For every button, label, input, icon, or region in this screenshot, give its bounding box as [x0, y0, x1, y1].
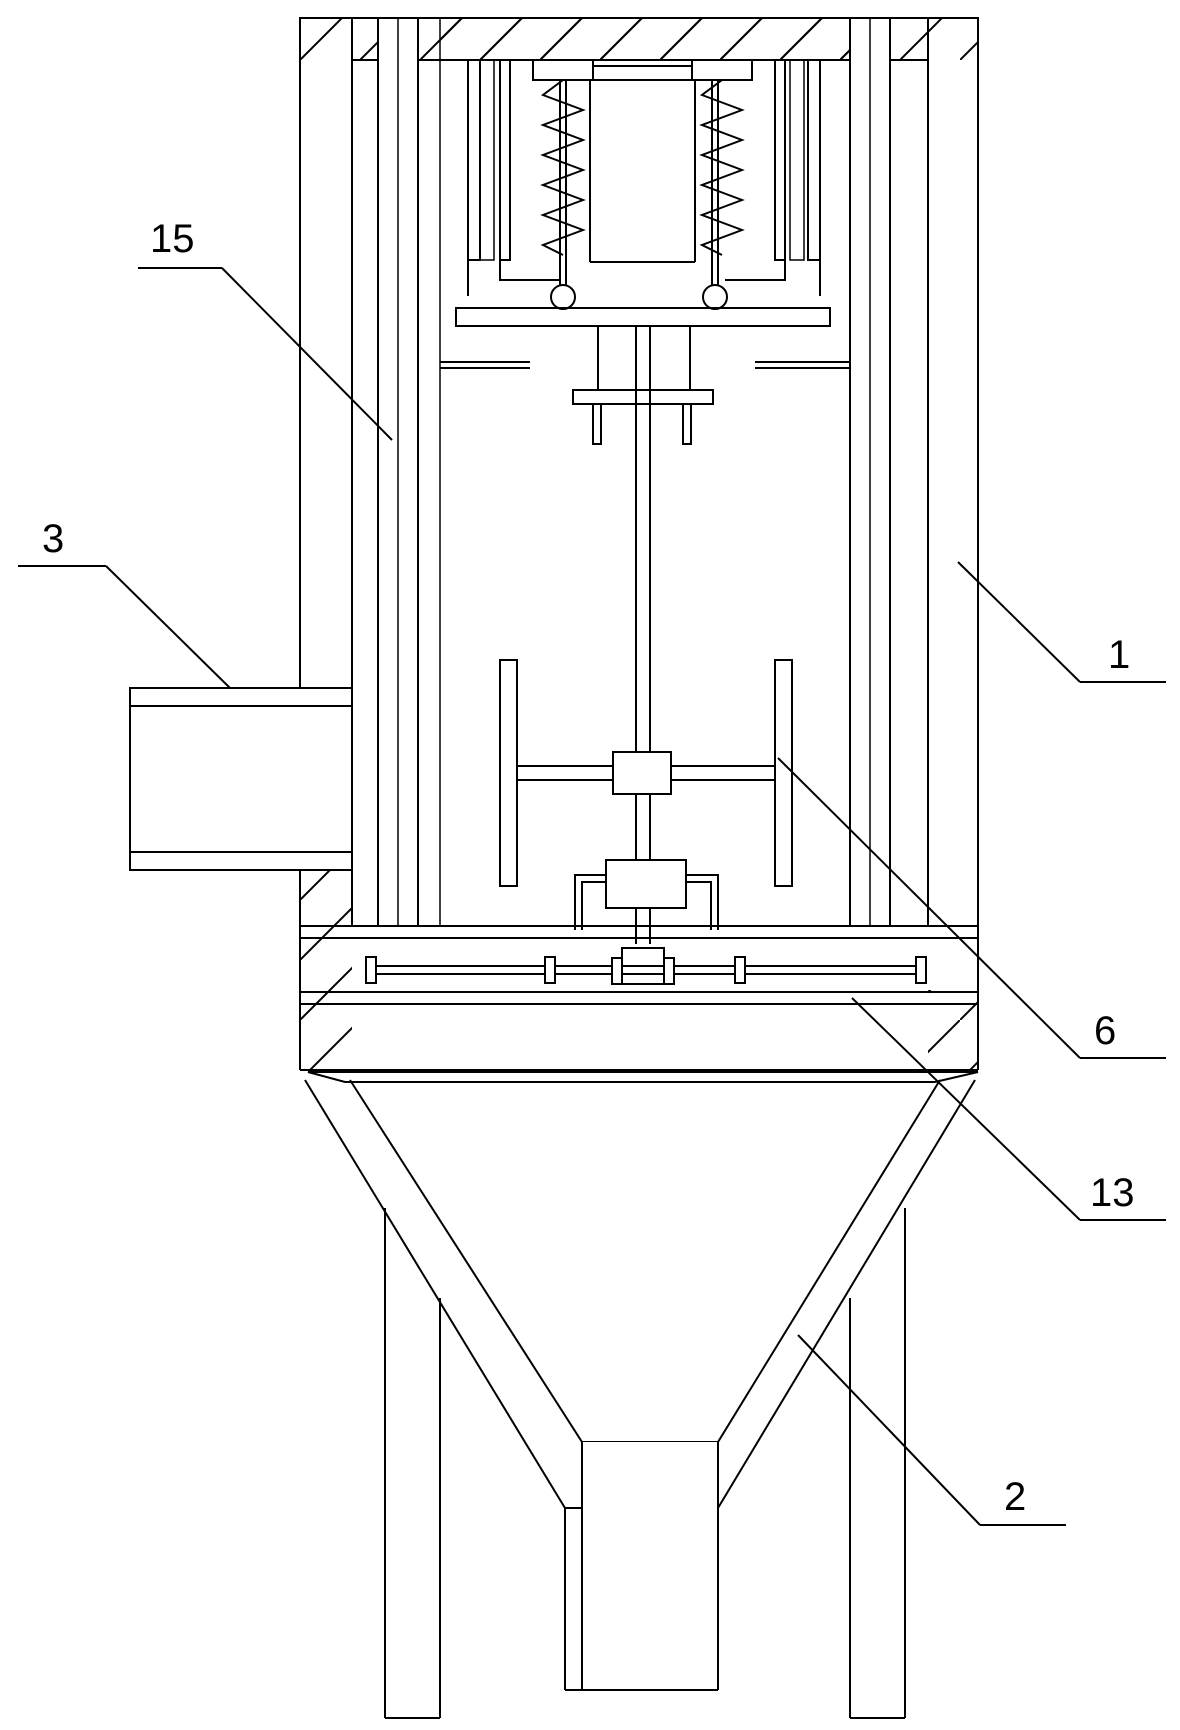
spring-assembly	[455, 59, 831, 327]
label-3-group: 3	[18, 517, 231, 689]
support-legs	[384, 1208, 906, 1719]
label-1-group: 1	[957, 561, 1166, 683]
inlet-pipe	[129, 687, 353, 871]
plate	[300, 925, 978, 1005]
label-6-group: 6	[777, 757, 1166, 1059]
stirrer	[440, 326, 850, 944]
label-13: 13	[1090, 1171, 1135, 1215]
label-1: 1	[1108, 633, 1130, 677]
label-13-group: 13	[851, 997, 1166, 1221]
label-3: 3	[42, 517, 64, 561]
label-15: 15	[150, 217, 195, 261]
label-2: 2	[1004, 1475, 1026, 1519]
label-2-group: 2	[797, 1334, 1066, 1526]
hopper	[304, 1071, 979, 1691]
label-6: 6	[1094, 1009, 1116, 1053]
guide-rods	[377, 17, 891, 927]
label-15-group: 15	[138, 217, 393, 441]
